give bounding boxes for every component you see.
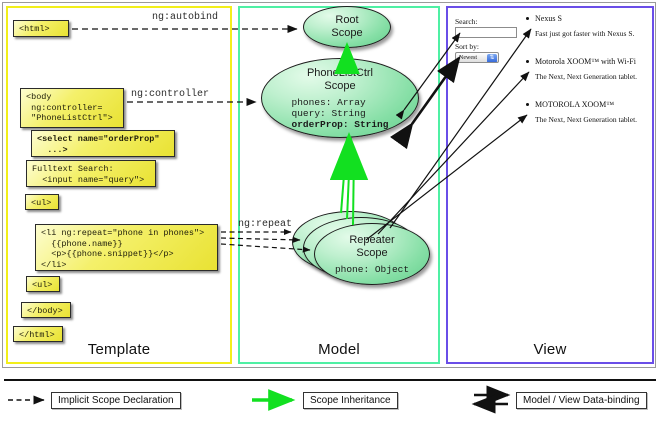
phone-name: Motorola XOOM™ with Wi-Fi (535, 57, 636, 66)
legend-divider (4, 379, 656, 381)
list-bullet-icon (526, 60, 529, 63)
scope-repeater-title-2: Scope (356, 246, 388, 259)
code-box-body-open: <body ng:controller= "PhoneListCtrl"> (20, 88, 124, 128)
scope-prop-phones: phones: Array (291, 96, 366, 108)
legend-label-databinding: Model / View Data-binding (516, 392, 647, 409)
phone-list-item: Motorola XOOM™ with Wi-Fi The Next, Next… (526, 57, 660, 81)
legend-entry-databinding: Model / View Data-binding (516, 392, 647, 409)
code-box-ul-open: <ul> (25, 194, 59, 210)
search-input[interactable] (455, 27, 517, 38)
code-box-select: <select name="orderProp" ...> (31, 130, 175, 157)
code-box-html-open: <html> (13, 20, 69, 37)
scope-phonelistctrl: PhoneListCtrl Scope phones: Array query:… (261, 58, 419, 138)
scope-prop-phone: phone: Object (334, 263, 410, 275)
scope-root-title-2: Scope (331, 27, 363, 39)
phone-name: Nexus S (535, 14, 562, 23)
phone-snippet: The Next, Next Generation tablet. (535, 115, 638, 124)
scope-prop-query: query: String (291, 107, 366, 119)
code-box-fulltext-search: Fulltext Search: <input name="query"> (26, 160, 156, 187)
scope-repeater-props: phone: Object (335, 264, 409, 275)
legend-label-implicit: Implicit Scope Declaration (51, 392, 181, 409)
edge-label-autobind: ng:autobind (152, 12, 219, 23)
legend-entry-implicit: Implicit Scope Declaration (51, 392, 181, 409)
edge-label-controller: ng:controller (131, 89, 210, 100)
phone-list-item: Nexus S Fast just got faster with Nexus … (526, 14, 660, 38)
view-search-label: Search: (455, 17, 478, 26)
scope-repeater: Repeater Scope phone: Object (314, 223, 430, 285)
scope-phonelist-title-2: Scope (324, 79, 356, 92)
legend-double-arrow-icon (471, 385, 511, 414)
chevron-updown-icon: ⇅ (487, 54, 497, 62)
legend-label-inheritance: Scope Inheritance (303, 392, 398, 409)
code-box-html-close: </html> (13, 326, 63, 342)
scope-root-title-1: Root (335, 14, 359, 26)
panel-template-label: Template (87, 341, 151, 358)
view-sort-label: Sort by: (455, 42, 479, 51)
panel-model-label: Model (318, 341, 360, 358)
edge-label-repeat: ng:repeat (238, 219, 293, 230)
phone-snippet: The Next, Next Generation tablet. (535, 72, 638, 81)
code-box-ul-close: <ul> (26, 276, 60, 292)
phone-name: MOTOROLA XOOM™ (535, 100, 615, 109)
scope-root: Root Scope (303, 6, 391, 48)
list-bullet-icon (526, 103, 529, 106)
scope-phonelist-title-1: PhoneListCtrl (306, 66, 374, 79)
code-box-body-close: </body> (21, 302, 71, 318)
code-box-li-repeat: <li ng:repeat="phone in phones"> {{phone… (35, 224, 218, 271)
panel-view-label: View (533, 341, 567, 358)
sort-by-selected-value: Newest (459, 55, 477, 61)
list-bullet-icon (526, 17, 529, 20)
sort-by-select[interactable]: Newest ⇅ (455, 52, 499, 63)
scope-repeater-title-1: Repeater (349, 233, 395, 246)
scope-phonelist-props: phones: Array query: String orderProp: S… (292, 97, 389, 130)
phone-list-item: MOTOROLA XOOM™ The Next, Next Generation… (526, 100, 660, 124)
phone-snippet: Fast just got faster with Nexus S. (535, 29, 635, 38)
legend-entry-inheritance: Scope Inheritance (303, 392, 398, 409)
scope-prop-orderprop: orderProp: String (291, 118, 389, 130)
